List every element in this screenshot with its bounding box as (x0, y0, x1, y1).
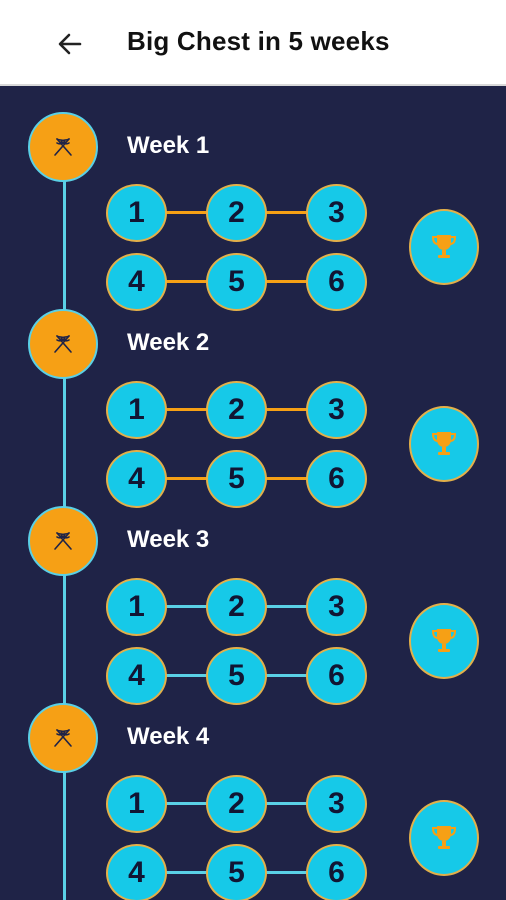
week-label: Week 2 (127, 329, 210, 356)
day-button[interactable]: 5 (206, 450, 267, 508)
day-connector (164, 280, 208, 283)
week-marker-2[interactable] (28, 309, 98, 379)
week-marker-4[interactable] (28, 703, 98, 773)
day-button[interactable]: 3 (306, 775, 367, 833)
day-button[interactable]: 2 (206, 775, 267, 833)
day-button[interactable]: 6 (306, 253, 367, 311)
day-connector (264, 605, 308, 608)
trophy-icon (431, 235, 457, 258)
crossed-flags-icon (54, 729, 72, 747)
day-connector (264, 477, 308, 480)
day-button[interactable]: 1 (106, 578, 167, 636)
day-connector (264, 802, 308, 805)
back-button[interactable] (50, 24, 90, 64)
day-button[interactable]: 6 (306, 647, 367, 705)
day-connector (164, 408, 208, 411)
day-button[interactable]: 3 (306, 381, 367, 439)
day-button[interactable]: 5 (206, 647, 267, 705)
week-reward-button[interactable] (409, 800, 479, 876)
week-reward-button[interactable] (409, 406, 479, 482)
day-button[interactable]: 4 (106, 253, 167, 311)
day-connector (164, 211, 208, 214)
day-button[interactable]: 1 (106, 381, 167, 439)
week-marker-3[interactable] (28, 506, 98, 576)
trophy-icon (431, 826, 457, 849)
day-connector (264, 280, 308, 283)
trophy-icon (431, 432, 457, 455)
day-button[interactable]: 5 (206, 253, 267, 311)
day-connector (164, 477, 208, 480)
day-button[interactable]: 3 (306, 184, 367, 242)
day-connector (264, 674, 308, 677)
day-button[interactable]: 3 (306, 578, 367, 636)
day-button[interactable]: 6 (306, 450, 367, 508)
day-button[interactable]: 4 (106, 647, 167, 705)
week-label: Week 4 (127, 723, 210, 750)
app-header: Big Chest in 5 weeks (0, 0, 506, 86)
day-button[interactable]: 1 (106, 775, 167, 833)
day-button[interactable]: 4 (106, 450, 167, 508)
page-title: Big Chest in 5 weeks (127, 26, 390, 56)
arrow-left-icon (58, 33, 82, 55)
trophy-icon (431, 629, 457, 652)
week-marker-1[interactable] (28, 112, 98, 182)
week-label: Week 1 (127, 132, 210, 159)
day-button[interactable]: 5 (206, 844, 267, 900)
day-connector (164, 674, 208, 677)
day-button[interactable]: 4 (106, 844, 167, 900)
crossed-flags-icon (54, 532, 72, 550)
day-button[interactable]: 2 (206, 184, 267, 242)
day-connector (264, 871, 308, 874)
week-label: Week 3 (127, 526, 210, 553)
day-connector (264, 211, 308, 214)
crossed-flags-icon (54, 138, 72, 156)
crossed-flags-icon (54, 335, 72, 353)
week-reward-button[interactable] (409, 603, 479, 679)
week-reward-button[interactable] (409, 209, 479, 285)
day-connector (164, 802, 208, 805)
day-button[interactable]: 1 (106, 184, 167, 242)
day-button[interactable]: 2 (206, 578, 267, 636)
day-button[interactable]: 6 (306, 844, 367, 900)
day-button[interactable]: 2 (206, 381, 267, 439)
day-connector (164, 871, 208, 874)
day-connector (264, 408, 308, 411)
day-connector (164, 605, 208, 608)
